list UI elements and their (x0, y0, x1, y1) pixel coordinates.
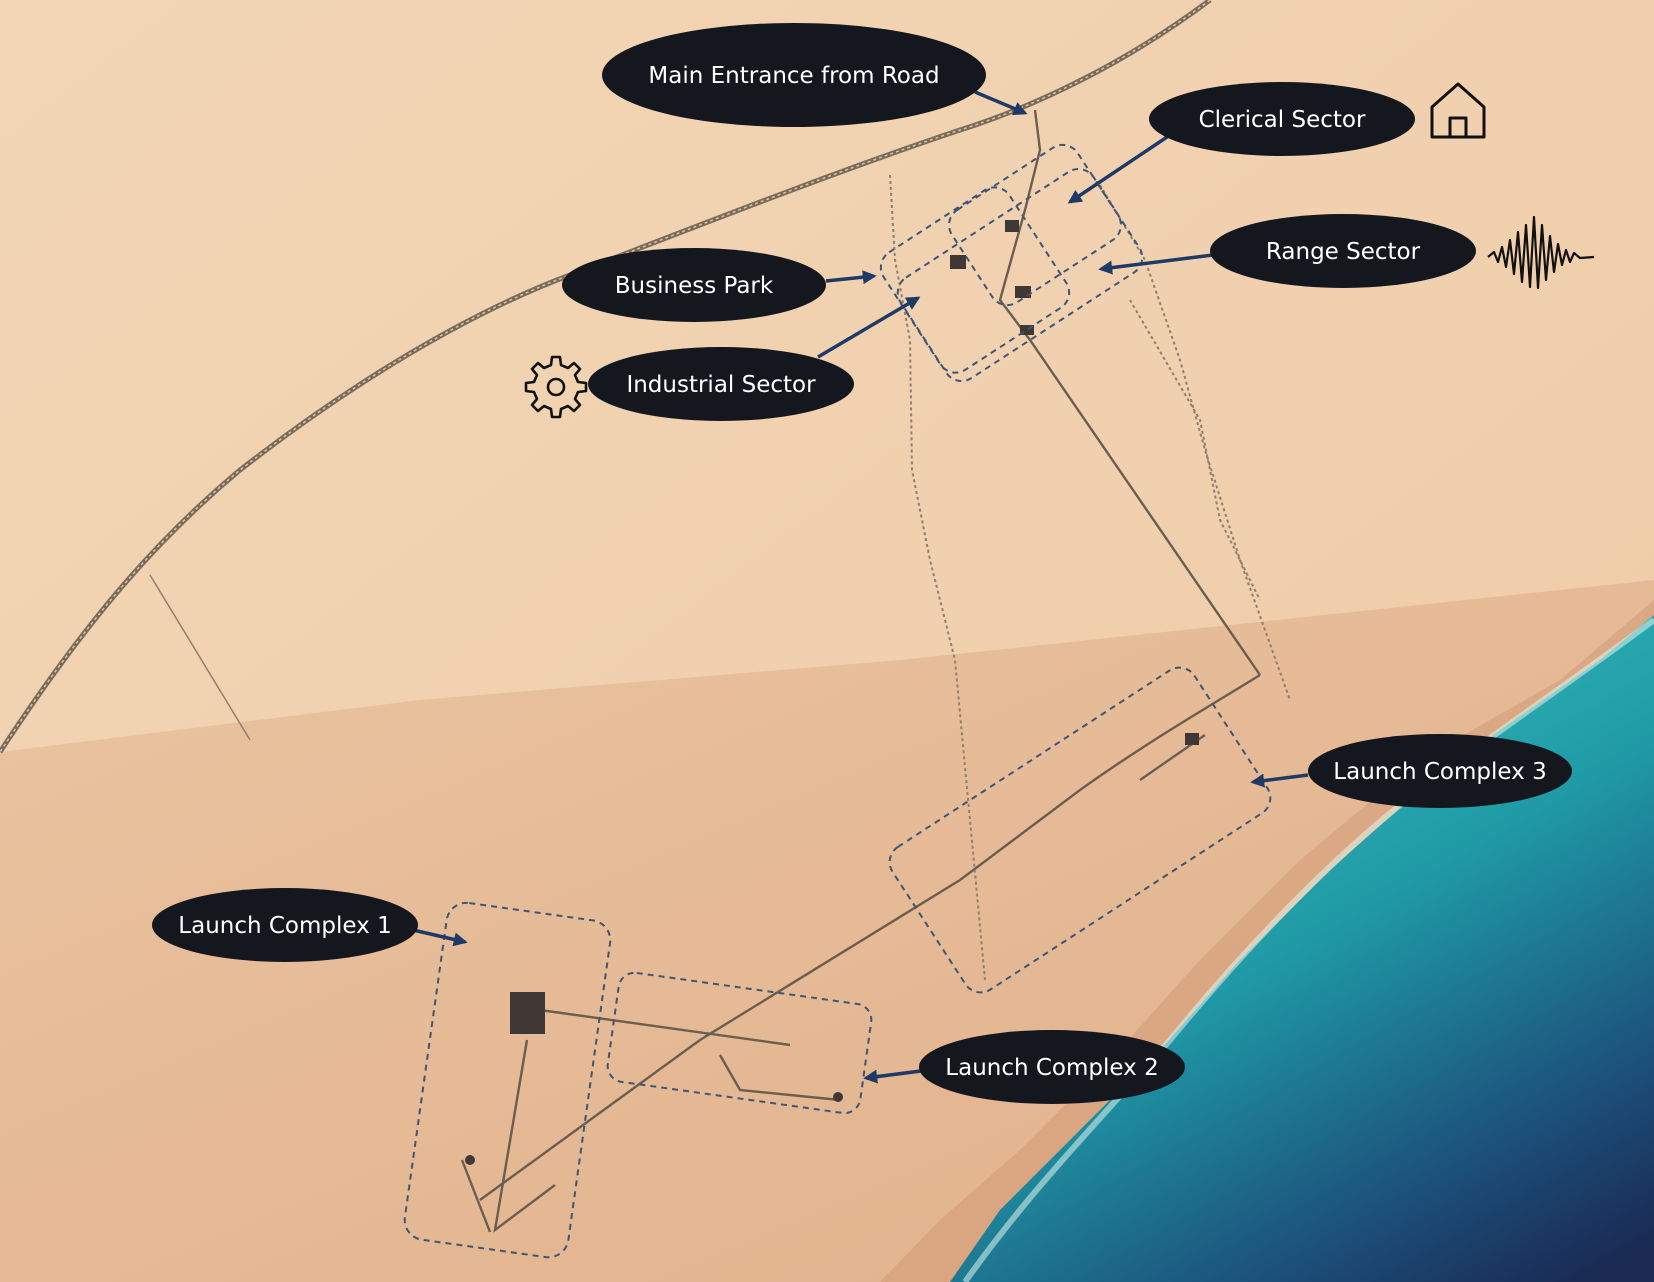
label-text-launch-complex-2: Launch Complex 2 (945, 1055, 1158, 1081)
sector-building-a (950, 255, 966, 269)
label-text-industrial-sector: Industrial Sector (626, 372, 816, 398)
map-label-range-sector[interactable]: Range Sector (1210, 214, 1476, 288)
zone-launch-complex-1 (403, 901, 612, 1259)
buildings (465, 220, 1199, 1165)
gear-icon (524, 355, 588, 419)
sector-building-c (1015, 286, 1031, 298)
label-text-launch-complex-1: Launch Complex 1 (178, 913, 391, 939)
arrow-business-park (825, 270, 877, 285)
house-icon (1430, 82, 1486, 139)
arrow-launch-complex-3 (1250, 773, 1309, 788)
map-label-business-park[interactable]: Business Park (562, 248, 826, 322)
label-text-range-sector: Range Sector (1266, 239, 1421, 265)
map-label-launch-complex-3[interactable]: Launch Complex 3 (1308, 734, 1572, 808)
launch-complex-3-structure (1185, 733, 1199, 745)
launch-complex-2-pad (833, 1092, 843, 1102)
surf-line (962, 617, 1654, 1282)
map-label-industrial-sector[interactable]: Industrial Sector (588, 347, 854, 421)
sector-building-d (1020, 325, 1034, 335)
sector-building-b (1005, 220, 1019, 232)
map-label-clerical-sector[interactable]: Clerical Sector (1149, 82, 1415, 156)
label-text-launch-complex-3: Launch Complex 3 (1333, 759, 1546, 785)
map-label-main-entrance[interactable]: Main Entrance from Road (602, 23, 986, 127)
zone-launch-complex-3 (888, 666, 1272, 994)
arrow-launch-complex-2 (863, 1069, 922, 1084)
launch-complex-1-pad (465, 1155, 475, 1165)
arrow-industrial-sector (817, 296, 921, 359)
zone-launch-complex-2 (606, 971, 873, 1115)
power-line (149, 574, 251, 741)
map-label-launch-complex-1[interactable]: Launch Complex 1 (152, 888, 418, 962)
label-text-business-park: Business Park (615, 273, 774, 299)
arrow-main-entrance (974, 90, 1028, 116)
waveform-icon (1487, 215, 1595, 290)
arrow-range-sector (1098, 253, 1214, 275)
map-label-launch-complex-2[interactable]: Launch Complex 2 (919, 1030, 1185, 1104)
leader-arrows (412, 90, 1309, 1084)
arrow-clerical-sector (1067, 133, 1171, 204)
launch-complex-1-structure (510, 992, 545, 1034)
label-text-main-entrance: Main Entrance from Road (648, 63, 939, 89)
zone-business-park (879, 186, 1071, 374)
arrow-launch-complex-1 (412, 928, 468, 947)
label-text-clerical-sector: Clerical Sector (1199, 107, 1366, 133)
